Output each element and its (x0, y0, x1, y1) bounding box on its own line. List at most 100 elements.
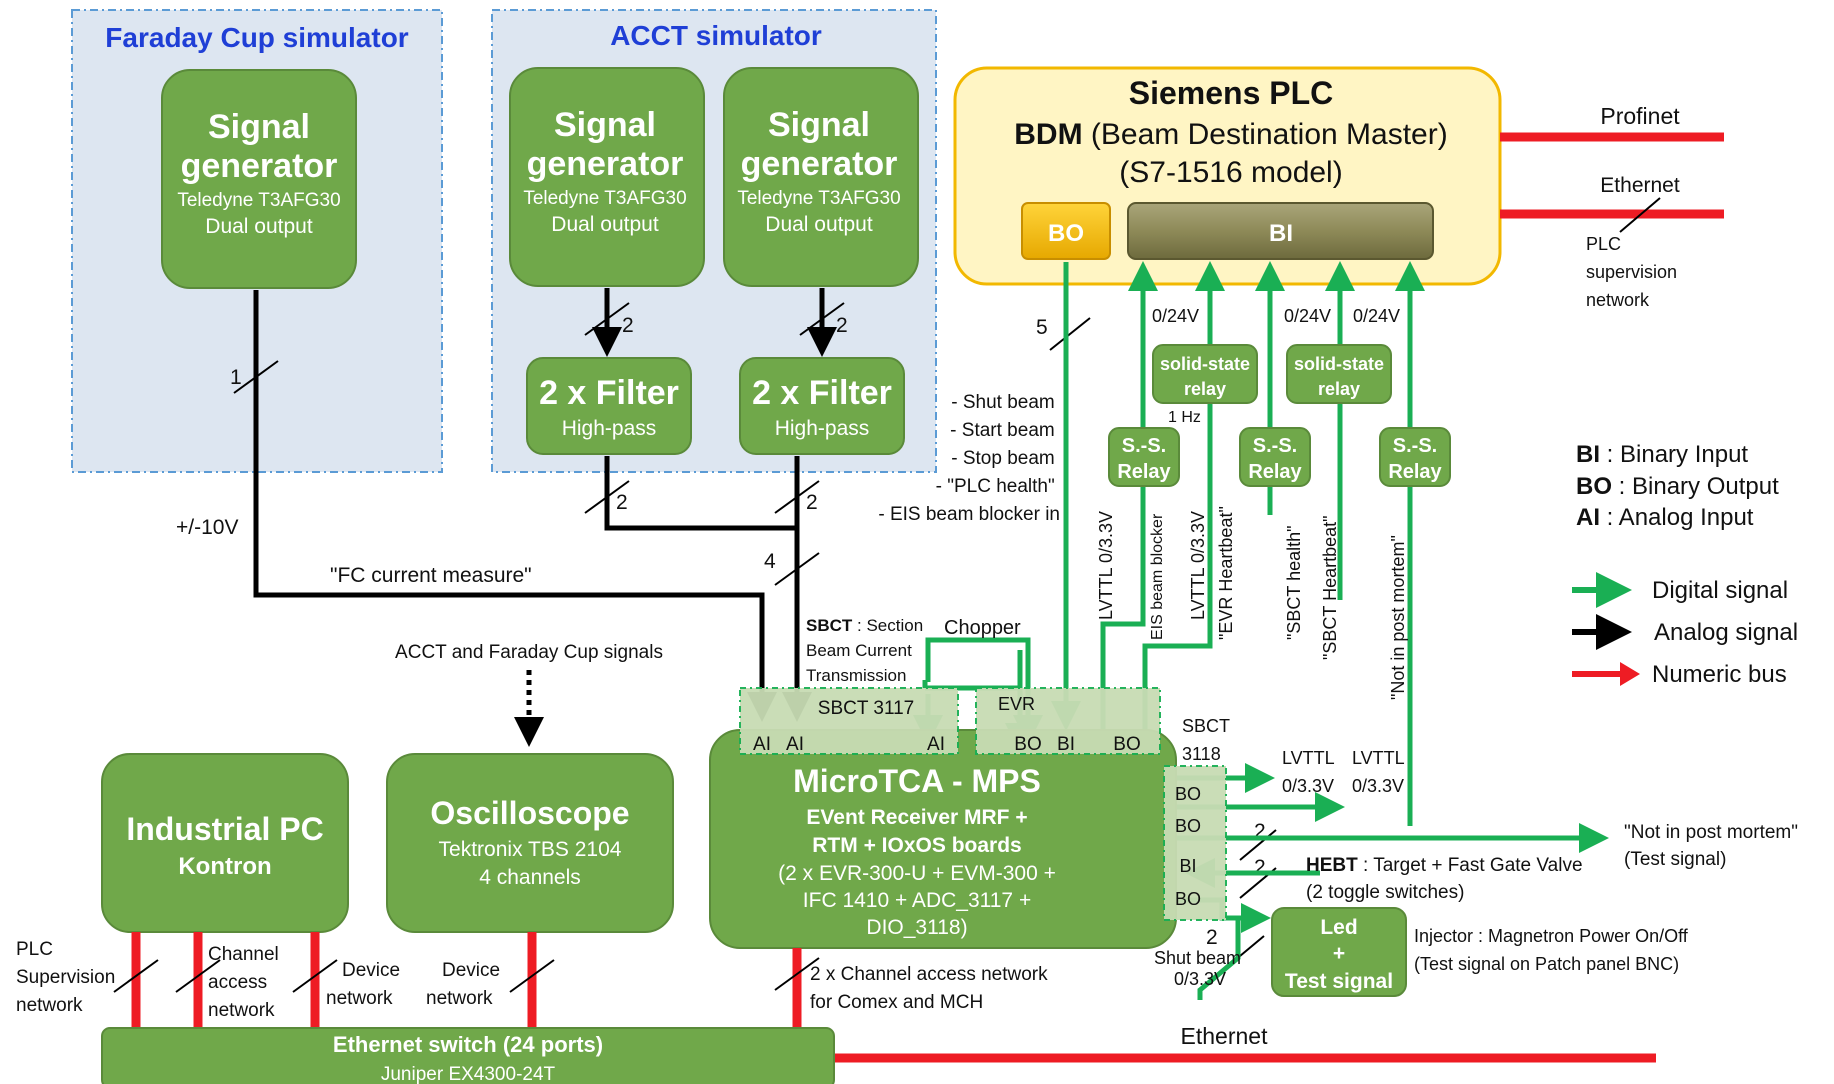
evr-card (975, 687, 1161, 755)
not-in-post-mortem-vlabel: "Not in post mortem" (1388, 535, 1408, 700)
svg-text:2 x Filter: 2 x Filter (752, 374, 892, 412)
svg-text:relay: relay (1318, 379, 1360, 399)
sbct3118-card (1163, 765, 1227, 921)
ss-relay-3: S.-S. Relay (1379, 427, 1451, 487)
led-test-signal: Led + Test signal (1271, 907, 1407, 997)
svg-text:BO: BO (1175, 816, 1201, 836)
acct-simulator-title: ACCT simulator (610, 20, 822, 51)
lvttl-label-1: LVTTL 0/3.3V (1096, 511, 1116, 620)
svg-text:(2 x EVR-300-U + EVM-300 +: (2 x EVR-300-U + EVM-300 + (778, 862, 1056, 885)
plc-bi-module (1127, 202, 1434, 260)
svg-text:S.-S.: S.-S. (1393, 435, 1437, 457)
ethernet-top-label: Ethernet (1600, 174, 1680, 197)
svg-text:BO : Binary Output: BO : Binary Output (1576, 473, 1779, 500)
svg-text:Juniper EX4300-24T: Juniper EX4300-24T (381, 1064, 556, 1084)
ss-relay-1: S.-S. Relay (1108, 427, 1180, 487)
injector-label: Injector : Magnetron Power On/Off (Test … (1414, 926, 1693, 974)
svg-text:BI : Binary Input: BI : Binary Input (1576, 441, 1748, 468)
one-hz-label: 1 Hz (1168, 409, 1201, 426)
svg-text:BO: BO (1175, 889, 1201, 909)
acct-fc-signals-label: ACCT and Faraday Cup signals (395, 642, 663, 663)
count-2f: 2 (1254, 856, 1266, 879)
svg-text:+: + (1333, 942, 1345, 965)
svg-text:BO: BO (1113, 734, 1140, 755)
acct-signal-generator-2: Signal generator Teledyne T3AFG30 Dual o… (723, 67, 919, 287)
svg-text:Test signal: Test signal (1285, 970, 1393, 993)
svg-text:High-pass: High-pass (775, 417, 870, 440)
device-network-label-1: Device network (326, 960, 405, 1009)
high-pass-filter-2: 2 x Filter High-pass (739, 357, 905, 455)
fc-signal-generator: Signal generator Teledyne T3AFG30 Dual o… (161, 69, 357, 289)
siemens-plc: Siemens PLC BDM (Beam Destination Master… (953, 66, 1502, 286)
svg-text:Tektronix TBS 2104: Tektronix TBS 2104 (439, 838, 622, 861)
sbct-heartbeat-label: "SBCT Heartbeat" (1320, 515, 1340, 660)
high-pass-filter-1: 2 x Filter High-pass (526, 357, 692, 455)
fc-current-measure-label: "FC current measure" (330, 564, 532, 587)
svg-text:IFC 1410 + ADC_3117 +: IFC 1410 + ADC_3117 + (803, 889, 1031, 912)
lvttl-right-2: LVTTL 0/3.3V (1352, 748, 1409, 796)
fc-simulator-title: Faraday Cup simulator (105, 22, 409, 53)
hebt-label: HEBT : Target + Fast Gate Valve (2 toggl… (1306, 855, 1588, 903)
svg-text:BO: BO (1048, 220, 1084, 247)
profinet-label: Profinet (1600, 103, 1680, 129)
legend: BI : Binary Input BO : Binary Output AI … (1572, 441, 1798, 688)
svg-text:SBCT 3117: SBCT 3117 (818, 698, 914, 719)
svg-text:(S7-1516 model): (S7-1516 model) (1119, 156, 1342, 189)
solid-state-relay-1: solid-state relay (1152, 344, 1258, 404)
svg-text:Relay: Relay (1117, 461, 1171, 483)
network-links (131, 932, 1656, 1063)
svg-text:generator: generator (181, 147, 338, 185)
svg-text:Signal: Signal (768, 106, 870, 144)
plc-bo-module (1021, 202, 1111, 260)
evr-heartbeat-label: "EVR Heartbeat" (1216, 506, 1236, 640)
sbct3118-label: SBCT 3118 (1182, 716, 1235, 764)
not-in-post-mortem-out: "Not in post mortem" (Test signal) (1624, 822, 1803, 870)
voltage-label-1: 0/24V (1152, 306, 1199, 326)
eis-beam-blocker-label: EIS beam blocker (1149, 513, 1166, 640)
svg-text:Digital signal: Digital signal (1652, 577, 1788, 604)
svg-text:generator: generator (741, 145, 898, 183)
svg-text:BI: BI (1179, 856, 1196, 876)
svg-text:S.-S.: S.-S. (1122, 435, 1166, 457)
svg-text:Signal: Signal (554, 106, 656, 144)
svg-text:solid-state: solid-state (1160, 354, 1250, 374)
svg-text:BO: BO (1175, 784, 1201, 804)
svg-text:MicroTCA - MPS: MicroTCA - MPS (793, 763, 1041, 799)
lvttl-right-1: LVTTL 0/3.3V (1282, 748, 1339, 796)
count-2d: 2 (806, 491, 818, 514)
count-2a: 2 (622, 314, 634, 337)
svg-text:AI : Analog Input: AI : Analog Input (1576, 504, 1754, 531)
count-2b: 2 (836, 314, 848, 337)
svg-text:Analog signal: Analog signal (1654, 619, 1798, 646)
industrial-pc: Industrial PC Kontron (101, 753, 349, 933)
count-1: 1 (230, 366, 242, 389)
svg-text:EVent Receiver MRF +: EVent Receiver MRF + (806, 806, 1027, 829)
svg-text:RTM + IOxOS boards: RTM + IOxOS boards (812, 834, 1021, 857)
svg-text:Ethernet switch (24 ports): Ethernet switch (24 ports) (333, 1032, 603, 1057)
svg-text:relay: relay (1184, 379, 1226, 399)
acct-signal-generator-1: Signal generator Teledyne T3AFG30 Dual o… (509, 67, 705, 287)
svg-text:BDM (Beam Destination Master): BDM (Beam Destination Master) (1014, 118, 1447, 151)
svg-text:Oscilloscope: Oscilloscope (430, 795, 629, 831)
plc-command-list: - Shut beam - Start beam - Stop beam - "… (878, 392, 1060, 525)
svg-text:AI: AI (927, 734, 945, 755)
count-2g: 2 (1206, 926, 1218, 949)
lvttl-label-2: LVTTL 0/3.3V (1188, 511, 1208, 620)
sbct3117-card (739, 687, 959, 755)
solid-state-relay-2: solid-state relay (1286, 344, 1392, 404)
device-network-label-2: Device network (426, 960, 505, 1009)
svg-text:AI: AI (753, 734, 771, 755)
pm10v-label: +/-10V (176, 516, 238, 539)
channel-access-label: Channel access network (208, 944, 284, 1021)
svg-text:Signal: Signal (208, 108, 310, 146)
count-2e: 2 (1254, 820, 1266, 843)
sbct-health-label: "SBCT health" (1284, 525, 1304, 640)
svg-text:Numeric bus: Numeric bus (1652, 661, 1787, 688)
network-slashes (113, 957, 820, 993)
svg-text:Dual output: Dual output (205, 215, 313, 238)
svg-text:EVR: EVR (998, 694, 1035, 714)
svg-text:Dual output: Dual output (765, 213, 873, 236)
count-2c: 2 (616, 491, 628, 514)
svg-text:Teledyne T3AFG30: Teledyne T3AFG30 (523, 188, 686, 209)
